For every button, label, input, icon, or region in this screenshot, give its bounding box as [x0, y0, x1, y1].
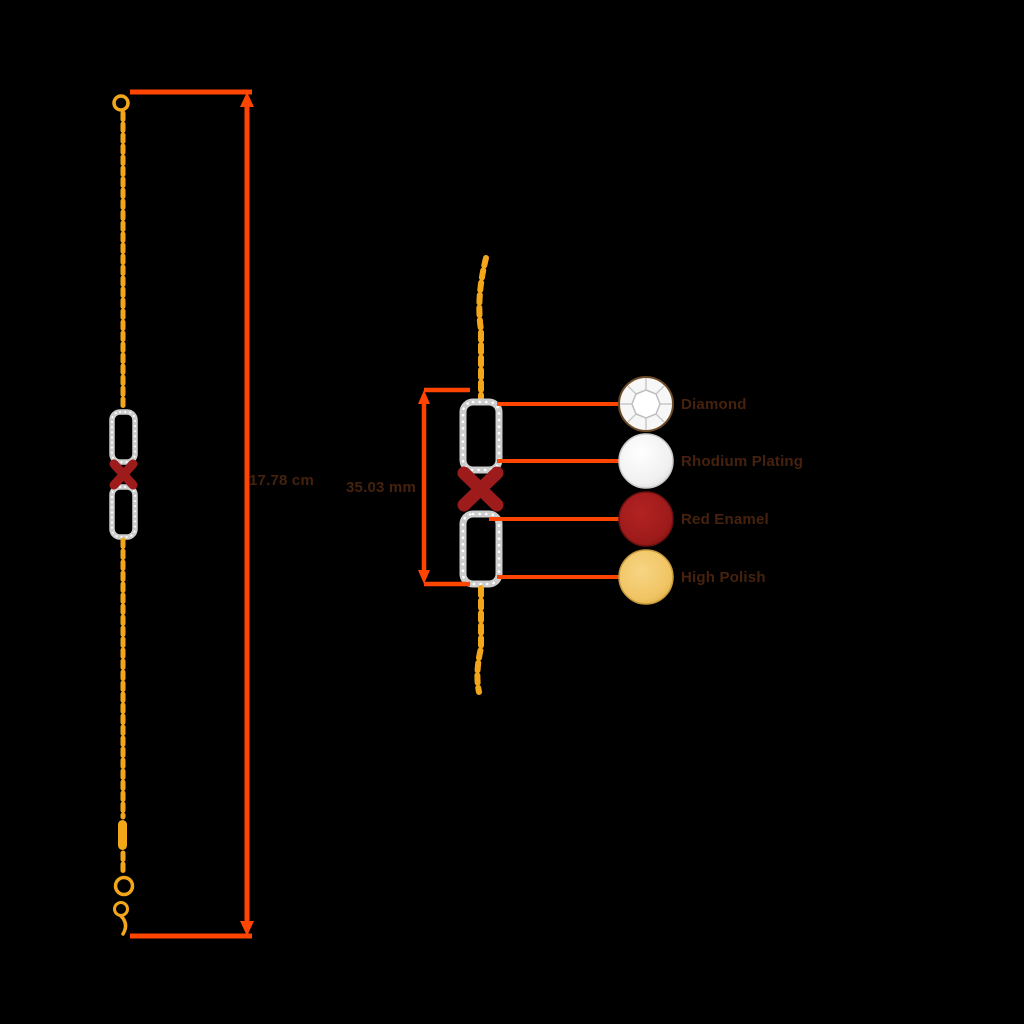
clasp-hook-icon	[119, 914, 128, 936]
diamond-swatch-icon	[618, 376, 674, 432]
legend-label-high-polish: High Polish	[681, 569, 766, 586]
legend-label-diamond: Diamond	[681, 396, 747, 413]
red-x-icon	[109, 459, 138, 490]
legend-swatches	[618, 376, 674, 605]
length-dimension-line	[130, 89, 254, 939]
clasp-ring-icon	[112, 94, 130, 112]
high-polish-swatch-icon	[618, 549, 674, 605]
arrow-down-icon	[418, 570, 430, 584]
rhodium-plating-swatch-icon	[618, 433, 674, 489]
red-x-icon	[457, 466, 504, 512]
pendant-zoom-view	[457, 255, 504, 695]
red-enamel-swatch-icon	[618, 491, 674, 547]
bracelet-full-view	[109, 94, 138, 936]
arrow-up-icon	[240, 92, 254, 107]
bracelet-length-label: 17.78 cm	[249, 472, 314, 489]
chain-bead-icon	[118, 820, 127, 850]
clasp-ring-icon	[113, 901, 129, 917]
pendant-small	[109, 409, 138, 540]
arrow-up-icon	[418, 390, 430, 404]
pendant-length-label: 35.03 mm	[346, 479, 416, 496]
legend-label-rhodium-plating: Rhodium Plating	[681, 453, 804, 470]
clasp-ring-icon	[113, 875, 135, 897]
chain-upper	[476, 255, 489, 401]
legend-callout-lines	[489, 402, 620, 579]
arrow-down-icon	[240, 921, 254, 936]
legend-label-red-enamel: Red Enamel	[681, 511, 769, 528]
pendant-dimension-line	[418, 387, 470, 587]
chain-lower	[474, 585, 484, 695]
